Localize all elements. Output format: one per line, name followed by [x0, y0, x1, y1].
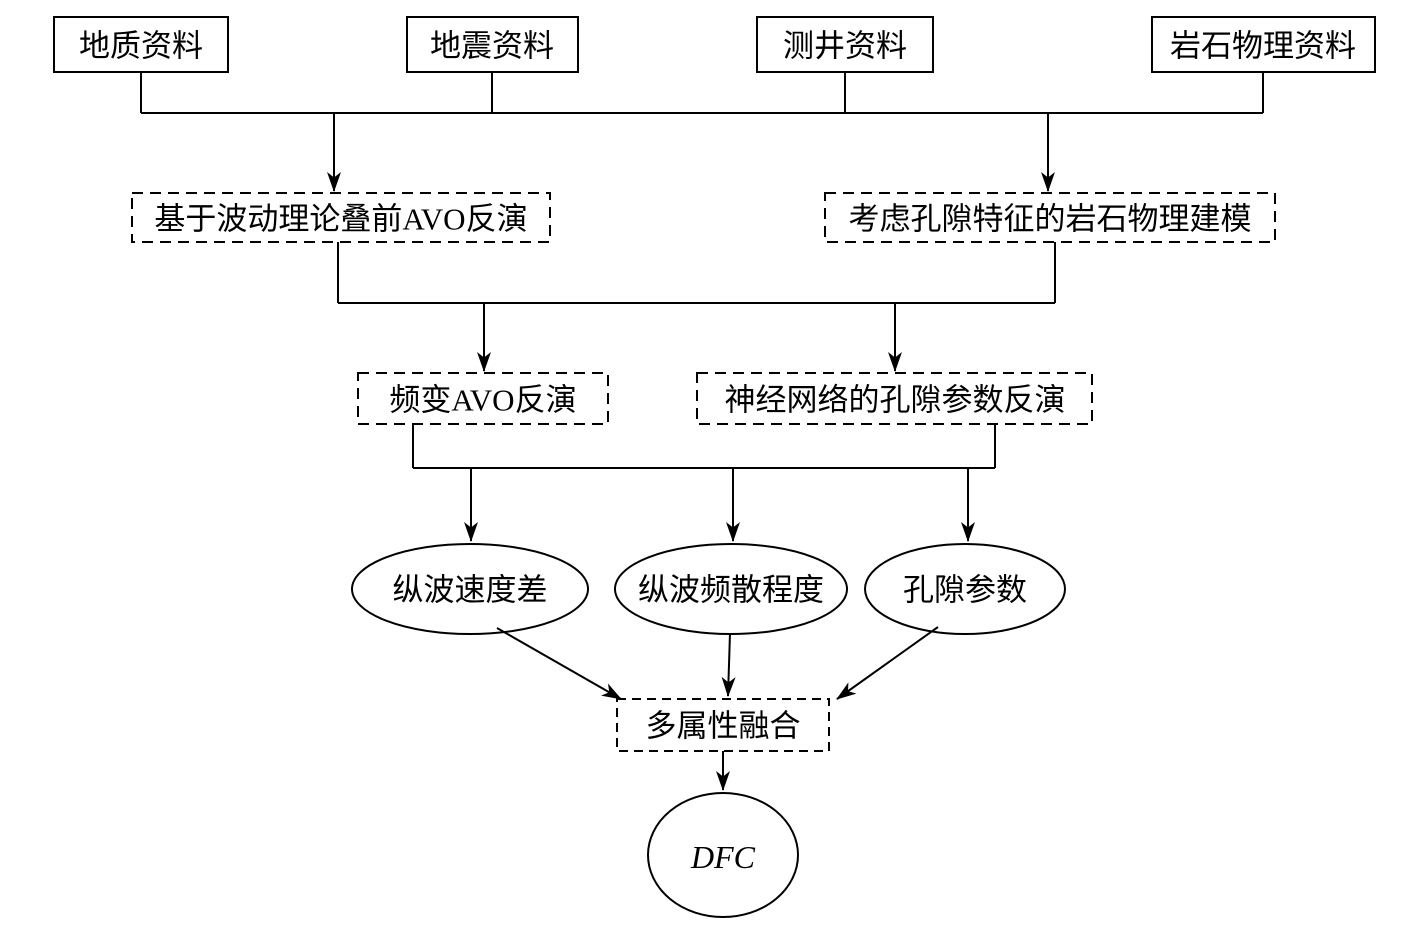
freq-avo-box-outline	[357, 372, 609, 425]
attribute-ellipse-dispersion: 纵波频散程度	[614, 543, 848, 635]
source-box-seismic: 地震资料	[406, 16, 579, 73]
geology-box-outline	[53, 16, 229, 73]
rock-modeling-box-outline	[824, 192, 1276, 243]
pore-params-ellipse-outline	[864, 543, 1066, 635]
rock-modeling-label: 考虑孔隙特征的岩石物理建模	[849, 202, 1252, 237]
result-ellipse-dfc: DFC	[647, 792, 799, 918]
process-box-freq-avo: 频变AVO反演	[357, 372, 609, 425]
velocity-diff-label: 纵波速度差	[393, 573, 548, 608]
rockphysics-box-outline	[1151, 16, 1376, 73]
dispersion-label: 纵波频散程度	[638, 573, 824, 608]
dfc-ellipse-outline	[647, 792, 799, 918]
avo-inversion-label: 基于波动理论叠前AVO反演	[154, 202, 527, 237]
arrow-pore-to-fusion	[836, 626, 939, 700]
arrow-dispersion-to-fusion	[721, 632, 736, 697]
source-box-rockphysics: 岩石物理资料	[1151, 16, 1376, 73]
seismic-box-outline	[406, 16, 579, 73]
process-box-rock-modeling: 考虑孔隙特征的岩石物理建模	[824, 192, 1276, 243]
attribute-ellipse-velocity-diff: 纵波速度差	[351, 543, 589, 635]
arrow-velocity-to-fusion	[496, 627, 622, 700]
fusion-box-outline	[616, 698, 830, 752]
avo-inversion-box-outline	[131, 192, 551, 243]
connector-bus-top	[140, 72, 1264, 192]
dispersion-ellipse-outline	[614, 543, 848, 635]
dfc-label: DFC	[690, 839, 756, 875]
process-box-neural-net: 神经网络的孔隙参数反演	[696, 372, 1093, 425]
welllog-box-outline	[756, 16, 934, 73]
connector-bus-low	[412, 424, 996, 542]
pore-params-label: 孔隙参数	[903, 573, 1027, 608]
connector-fusion	[496, 626, 939, 791]
source-box-welllog: 测井资料	[756, 16, 934, 73]
fusion-box: 多属性融合	[616, 698, 830, 752]
welllog-box-label: 测井资料	[783, 29, 907, 64]
fusion-label: 多属性融合	[646, 709, 801, 744]
freq-avo-label: 频变AVO反演	[389, 383, 576, 418]
neural-net-box-outline	[696, 372, 1093, 425]
geology-box-label: 地质资料	[79, 29, 203, 64]
rockphysics-box-label: 岩石物理资料	[1170, 29, 1356, 64]
neural-net-label: 神经网络的孔隙参数反演	[725, 383, 1066, 418]
source-box-geology: 地质资料	[53, 16, 229, 73]
attribute-ellipse-pore-params: 孔隙参数	[864, 543, 1066, 635]
velocity-diff-ellipse-outline	[351, 543, 589, 635]
process-box-avo-inversion: 基于波动理论叠前AVO反演	[131, 192, 551, 243]
seismic-box-label: 地震资料	[430, 29, 554, 64]
connector-bus-mid	[337, 242, 1056, 372]
